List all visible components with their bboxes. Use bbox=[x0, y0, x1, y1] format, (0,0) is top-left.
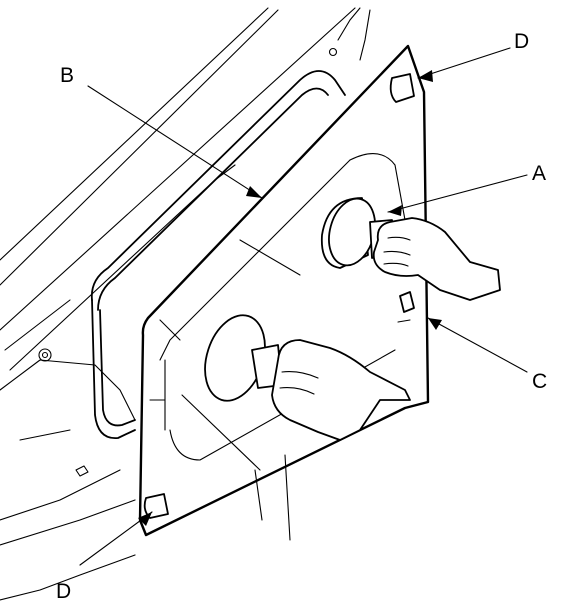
clip-d-top bbox=[389, 73, 415, 103]
callout-label-c: C bbox=[532, 370, 547, 393]
window-opening bbox=[90, 70, 346, 439]
leader-d-bottom bbox=[79, 511, 153, 566]
callout-label-b: B bbox=[60, 64, 74, 87]
leader-b bbox=[87, 85, 263, 199]
door-panel bbox=[138, 44, 430, 537]
leader-c bbox=[427, 317, 528, 373]
clip-d-bottom bbox=[143, 493, 169, 519]
leader-d-top bbox=[417, 47, 511, 79]
hand-upper bbox=[372, 217, 501, 301]
vehicle-body bbox=[0, 7, 371, 601]
callout-label-d-bottom: D bbox=[56, 580, 71, 603]
leader-a bbox=[387, 174, 528, 213]
hand-lower bbox=[271, 339, 411, 441]
callout-label-a: A bbox=[532, 162, 546, 185]
suction-cup-lower bbox=[204, 314, 283, 402]
clip-c bbox=[397, 291, 415, 323]
leader-lines bbox=[79, 47, 528, 566]
callout-label-d-top: D bbox=[514, 30, 529, 53]
